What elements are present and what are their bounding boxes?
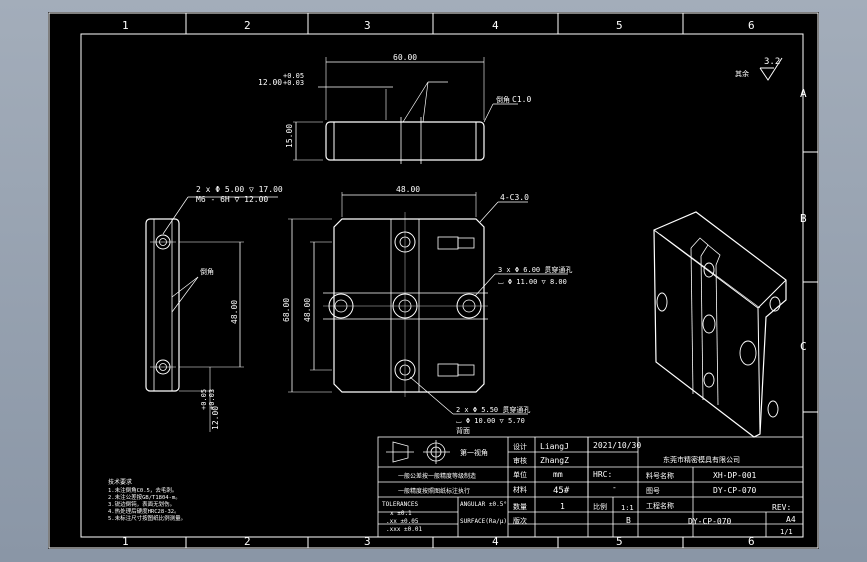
hrc-value: - [612,483,617,492]
note-line-3: 3.锐边倒钝，表面无划伤。 [108,500,175,508]
sheet-code: B [626,516,631,525]
drawing-label: 图号 [646,487,660,495]
front-hole-note-bot2: ⌴ Φ 10.00 ▽ 5.70 [456,417,525,425]
col-label-4-bottom: 4 [492,535,499,548]
col-label-6: 6 [748,19,755,32]
drawing-sheet[interactable]: 1 2 3 4 5 6 1 2 3 4 5 6 A B C 其余 3.2 60.… [48,12,819,549]
tolerance-xxx: .xxx ±0.01 [386,526,423,533]
process-label: 工程名称 [646,501,674,510]
col-label-4: 4 [492,19,499,32]
scale-value: 1:1 [621,504,634,512]
col-label-1-bottom: 1 [122,535,129,548]
part-no: XH-DP-001 [713,471,757,480]
check-label: 审核 [513,456,527,465]
front-hole-note-top2: ⌴ Φ 11.00 ▽ 8.00 [498,278,567,286]
side-hole-note-2: M6 - 6H ▽ 12.00 [196,195,268,204]
unit-label: 单位 [513,470,527,479]
front-hole-note-bot3: 背面 [456,426,470,435]
note-line-4: 4.热处理后硬度HRC28-32。 [108,507,180,515]
first-angle-symbol [386,440,450,464]
version-label: 版次 [513,516,527,525]
top-tol-minus: +0.03 [283,79,304,87]
col-label-2-bottom: 2 [244,535,251,548]
roughness-label: 其余 [735,69,749,78]
size-label: A4 [786,515,796,524]
hrc-label: HRC: [593,470,612,479]
zone-ticks [185,13,818,548]
rev-label: REV: [772,503,791,512]
col-label-2: 2 [244,19,251,32]
front-hole-note-top: 3 x Φ 6.00 贯穿通孔 [498,265,572,274]
row-label-b: B [800,212,807,225]
top-chamfer-leader: 倒角 [496,95,510,104]
col-label-1: 1 [122,19,129,32]
material-value: 45# [553,486,570,496]
projection-note-2: 一般精度按照图纸标注执行 [398,487,470,495]
top-tol-plus: +0.05 [283,72,304,80]
unit-value: mm [553,470,563,479]
part-no-label: 料号名称 [646,471,674,480]
roughness-value: 3.2 [764,57,780,67]
front-hole-note-bot: 2 x Φ 5.50 贯穿通孔 [456,405,530,414]
note-line-2: 2.未注公差按GB/T1804-m。 [108,493,181,501]
side-dim-base: 12.00 [211,406,220,430]
surface-label: SURFACE(Ra/μ) [460,518,507,525]
check-name: ZhangZ [540,456,569,465]
col-label-6-bottom: 6 [748,535,755,548]
qty-value: 1 [560,502,565,511]
tolerance-x: x ±0.1 [390,510,412,517]
top-dim-base: 12.00 [258,78,282,87]
drawing-no: DY-CP-070 [713,486,757,495]
front-dim-68: 68.00 [282,298,291,322]
front-view [288,192,568,415]
company-name: 东莞市精密模具有限公司 [663,455,740,464]
row-label-a: A [800,87,807,100]
design-name: LiangJ [540,442,569,451]
front-corner-chamfer: 4-C3.0 [500,193,529,202]
side-view [145,196,278,432]
drawing-canvas: 1 2 3 4 5 6 1 2 3 4 5 6 A B C 其余 3.2 60.… [48,12,819,549]
design-date: 2021/10/30 [593,441,641,450]
process-no: DY-CP-070 [688,517,732,526]
row-label-c: C [800,340,807,353]
note-line-5: 5.未标注尺寸按图纸比例测量。 [108,514,186,522]
material-label: 材料 [513,485,527,494]
title-block [377,436,804,538]
first-angle-label: 第一视角 [460,448,488,457]
design-label: 设计 [513,442,527,451]
top-dim-height: 15.00 [285,124,294,148]
front-dim-48-top: 48.00 [396,185,420,194]
notes-title: 技术要求 [108,478,132,486]
tolerance-xx: .xx ±0.05 [386,518,419,525]
side-hole-note-1: 2 x Φ 5.00 ▽ 17.00 [196,185,283,194]
note-line-1: 1.未注倒角C0.5，去毛刺。 [108,486,177,494]
qty-label: 数量 [513,502,527,511]
front-dim-48-side: 48.00 [303,298,312,322]
outer-frame [48,12,819,549]
roughness-symbol [759,57,783,81]
col-label-3: 3 [364,19,371,32]
top-view [293,57,518,164]
isometric-view [653,211,787,438]
top-chamfer: C1.0 [512,95,531,104]
angular-label: ANGULAR ±0.5° [460,501,507,508]
projection-note: 一般公差按一般精度等级制造 [398,472,476,480]
side-tol-plus: +0.05 [200,389,208,410]
side-tol-minus: +0.03 [208,389,216,410]
scale-label: 比例 [593,502,607,511]
tolerance-label: TOLERANCES [382,501,419,508]
col-label-3-bottom: 3 [364,535,371,548]
page-label: 1/1 [780,528,793,536]
side-dim-48: 48.00 [230,300,239,324]
top-dim-width: 60.00 [393,53,417,62]
side-leader: 倒角 [200,267,214,276]
col-label-5: 5 [616,19,623,32]
col-label-5-bottom: 5 [616,535,623,548]
